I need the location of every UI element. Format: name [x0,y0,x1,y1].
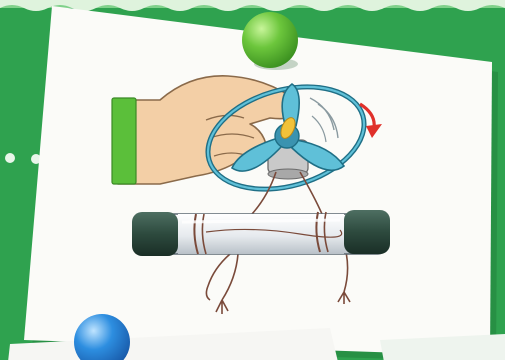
sleeve-cuff [112,98,136,184]
battery [132,210,390,256]
battery-end-cap-left [132,212,178,256]
battery-end-cap-right [344,210,390,254]
dotted-line-decoration [5,153,41,164]
